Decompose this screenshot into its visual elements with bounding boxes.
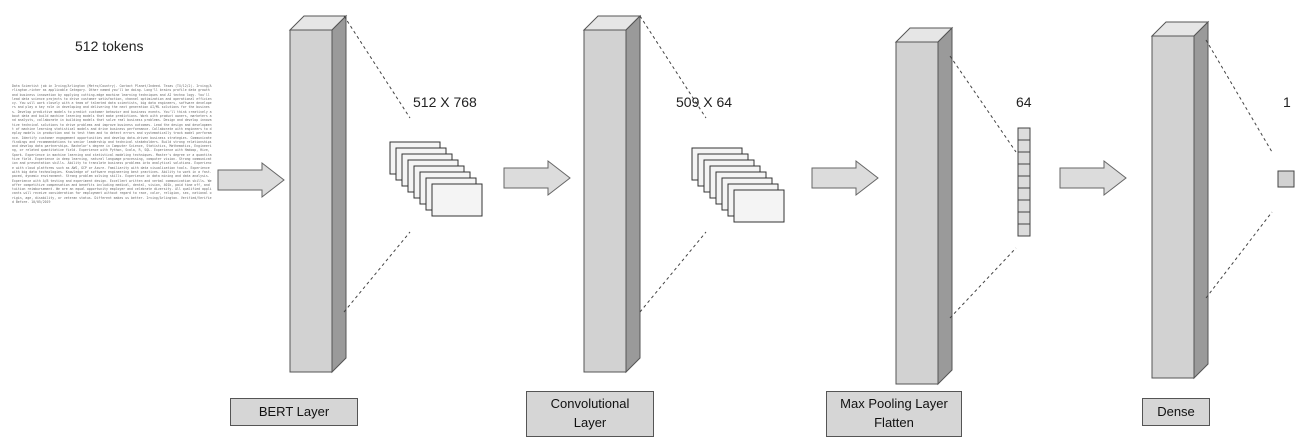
conv-feature-maps-map [733,189,785,223]
conv-output-dim: 509 X 64 [676,94,733,110]
pool-layer-slab [894,26,954,386]
projection-line-conv-top [639,15,707,119]
bert-layer-slab-front [289,29,333,373]
flatten-vector-cell [1017,199,1031,213]
dense-output-dim: 1 [1283,94,1291,110]
flatten-vector-cell [1017,211,1031,225]
dense-layer-slab-front [1151,35,1195,379]
projection-line-bert-bottom [343,231,411,313]
projection-line-bert-top [343,15,411,119]
dense-layer-label: Dense [1157,403,1195,419]
projection-line-pool-top [949,55,1017,153]
flatten-vector-cell [1017,175,1031,189]
flow-arrow-2 [503,159,571,197]
bert-feature-maps [389,141,483,217]
pool-layer-slab-front [895,41,939,385]
bert-layer-label: BERT Layer [258,403,330,419]
projection-line-pool-bottom [949,247,1017,319]
flow-arrow-3 [811,159,879,197]
pool-layer-label-line2: Flatten [874,415,914,430]
input-document: Data Scientist job in Irving/Arlington (… [12,84,212,205]
conv-layer-slab-front [583,29,627,373]
dense-layer-slab [1150,20,1210,380]
flow-arrow-1 [217,161,285,199]
conv-layer-slab [582,14,642,374]
conv-layer-slab-side [625,14,641,374]
output-node [1277,170,1295,188]
pool-layer-box: Max Pooling Layer Flatten [826,391,962,437]
flow-arrow-4 [1059,159,1127,197]
conv-layer-box: Convolutional Layer [526,391,654,437]
flatten-vector-cell [1017,151,1031,165]
conv-layer-label-line1: Convolutional [550,396,630,412]
flatten-vector-cell [1017,163,1031,177]
pool-layer-label-line1: Max Pooling Layer [840,396,948,412]
dense-layer-slab-side [1193,20,1209,380]
conv-feature-maps [691,147,785,223]
bert-layer-slab [288,14,348,374]
bert-output-dim: 512 X 768 [413,94,477,110]
pool-output-dim: 64 [1016,94,1032,110]
pool-layer-slab-side [937,26,953,386]
flatten-vector-cell [1017,127,1031,141]
dense-layer-box: Dense [1142,398,1210,426]
projection-line-conv-bottom [639,231,707,313]
bert-layer-slab-side [331,14,347,374]
tokens-label: 512 tokens [75,38,144,54]
flatten-vector-cell [1017,223,1031,237]
flatten-vector-cell [1017,139,1031,153]
projection-line-dense-bottom [1205,211,1273,299]
bert-layer-box: BERT Layer [230,398,358,426]
bert-feature-maps-map [431,183,483,217]
conv-layer-label-line2: Layer [573,415,607,430]
projection-line-dense-top [1205,39,1273,153]
flatten-vector-cell [1017,187,1031,201]
